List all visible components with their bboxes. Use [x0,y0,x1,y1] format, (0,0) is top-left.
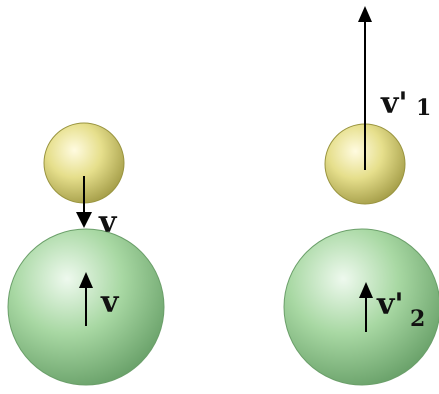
v2-prime-subscript: 2 [410,306,425,332]
velocity-arrow-v1-prime [358,6,372,170]
velocity-arrow-up [79,272,93,326]
small-ball-velocity-label: v [98,205,118,240]
large-ball-after [283,228,439,386]
large-ball-velocity-label: v [100,285,120,320]
before-collision-group: v v [7,122,165,386]
velocity-arrow-down [76,176,92,228]
v1-prime-label: v' [380,86,408,121]
after-collision-group: v' 1 v' 2 [283,6,439,386]
v2-prime-label: v' [376,287,404,322]
v1-prime-subscript: 1 [416,95,431,121]
velocity-arrow-v2-prime [359,282,373,332]
